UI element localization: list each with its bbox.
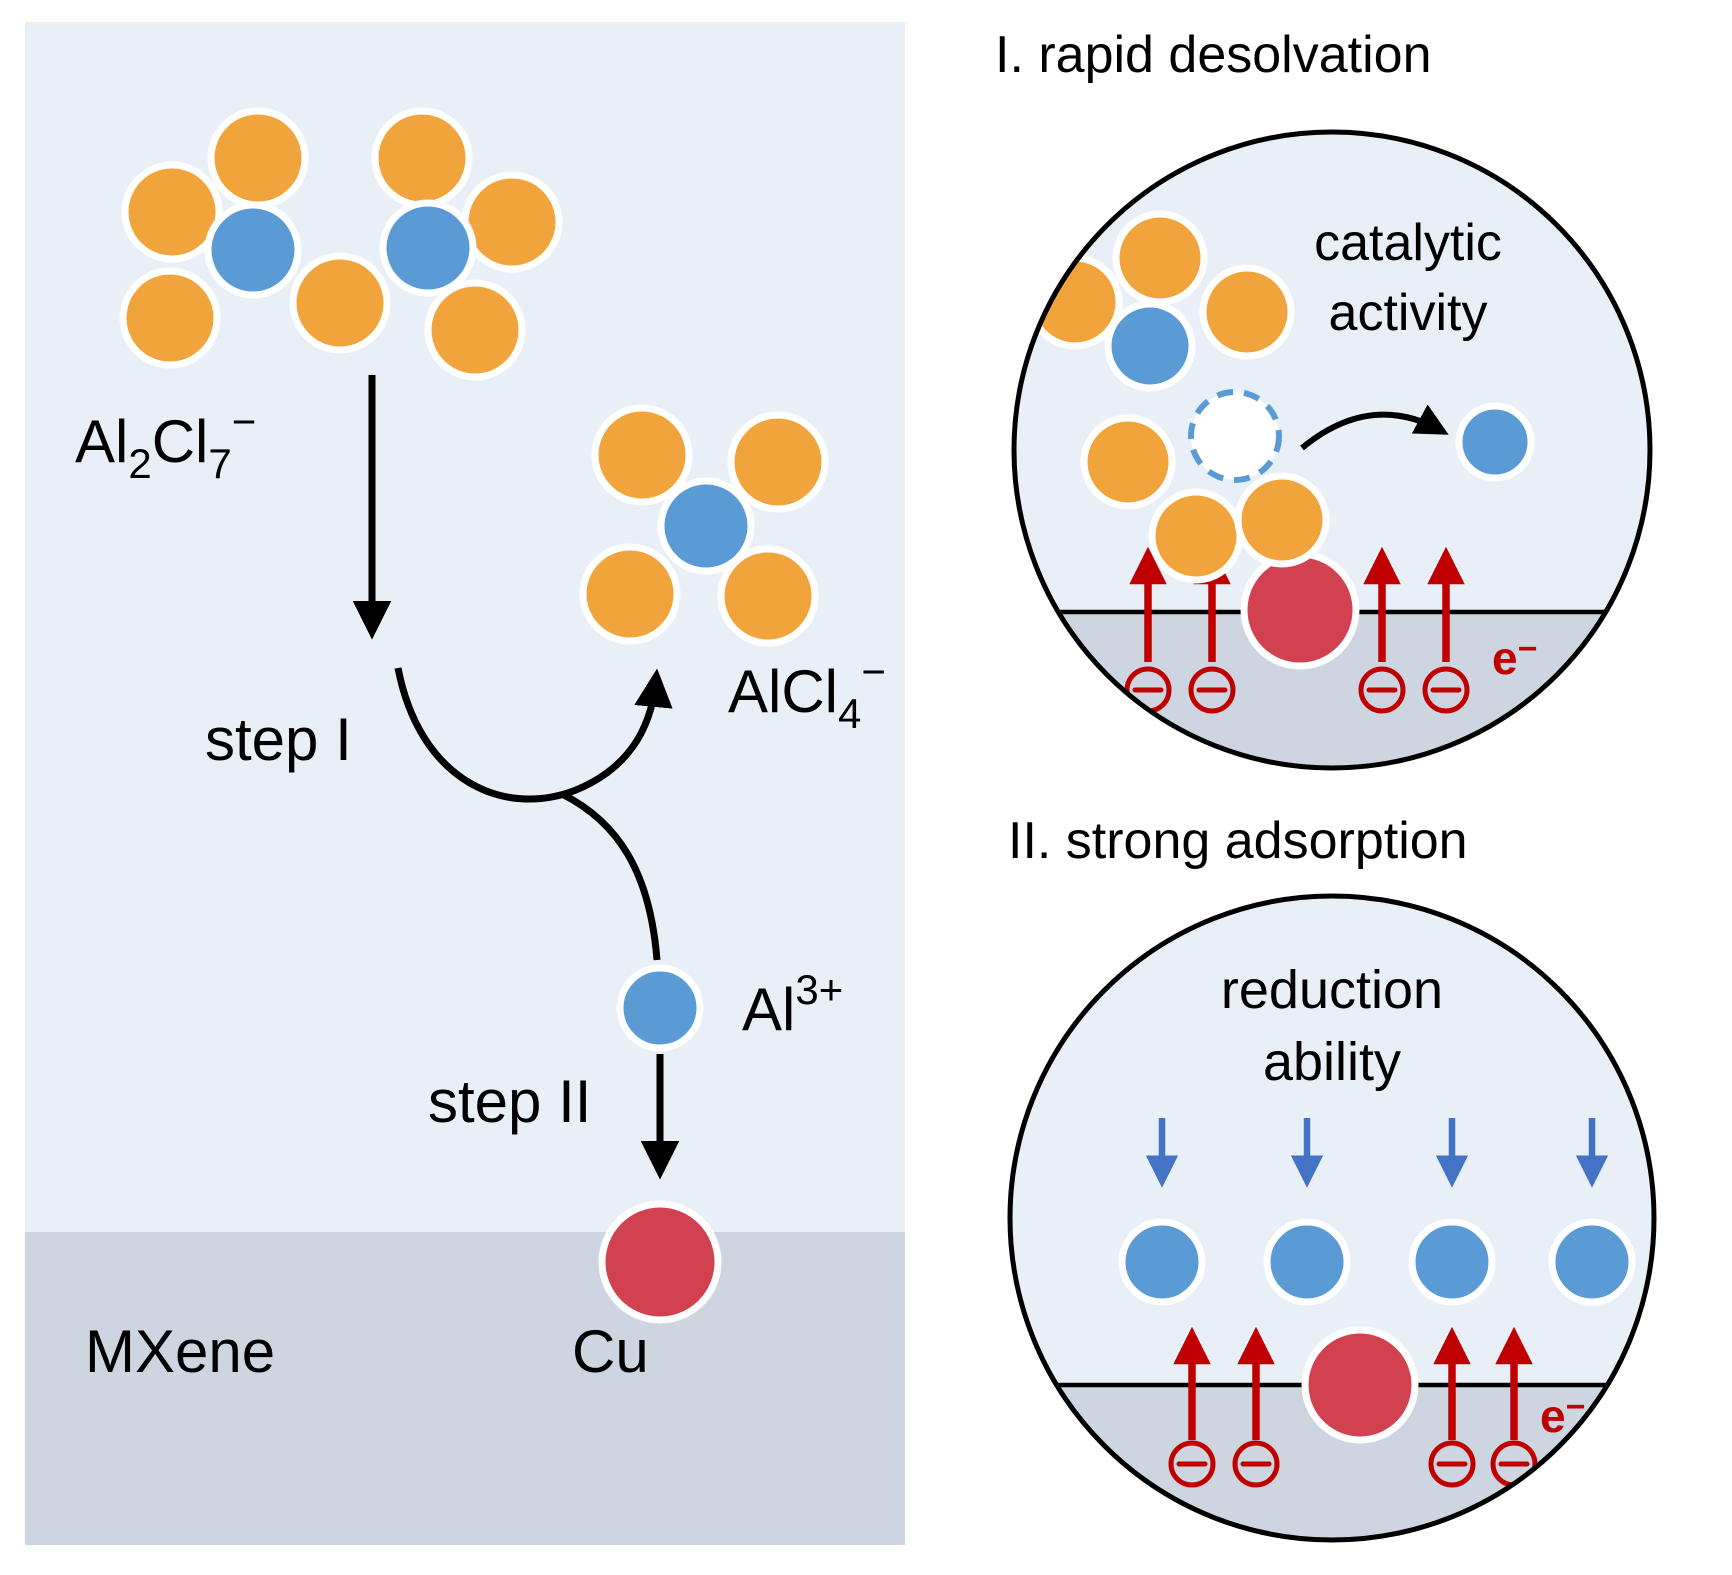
inset2-title: II. strong adsorption [1008,812,1468,870]
inset2-caption-line2: ability [1263,1032,1401,1092]
electron-label: e− [1492,630,1537,684]
vacancy-site [1188,389,1282,483]
inset1-caption-line1: catalytic [1314,214,1502,272]
inset1-caption-line2: activity [1329,284,1488,342]
inset2-border [1007,893,1657,1543]
al-atom [657,477,755,575]
cl-atom [119,267,221,369]
cl-atom [717,545,819,647]
cl-atom [1234,472,1330,568]
cl-atom [1112,210,1208,306]
inset-rapid-desolvation: e− catalytic activity [1011,129,1653,771]
inset2-caption-line1: reduction [1221,960,1443,1020]
cl-atom [121,161,223,263]
inset-strong-adsorption: reduction ability e− [1007,893,1657,1543]
alcl4-cluster [579,404,829,647]
inset1-border [1011,129,1653,771]
alcl4-label: AlCl4− [728,648,886,737]
step1-label: step I [205,706,352,773]
mxene-substrate [25,1232,905,1545]
electron-label: e− [1540,1388,1585,1442]
al3-label: Al3+ [742,966,843,1043]
curve-to-al3 [560,790,661,961]
cl-atom [207,107,309,209]
cl-atom [1080,414,1176,510]
cl-atom [424,279,526,381]
cu-label: Cu [572,1318,649,1385]
electron-symbol [1358,666,1406,714]
electron-symbol [1428,1440,1476,1488]
al-ion [1548,1218,1636,1306]
desolvation-arrow [1300,404,1449,451]
electron-symbol [1168,1440,1216,1488]
released-al-ion [1455,402,1535,482]
cu-atom [1240,550,1360,670]
al-atom [379,199,477,297]
cl-atom [1199,264,1295,360]
al-atom [204,201,302,299]
cl-atom [461,171,563,273]
cl-atom [591,404,693,506]
electron-symbol [1188,666,1236,714]
inset1-title: I. rapid desolvation [995,26,1432,84]
al2cl7-label: Al2Cl7− [75,398,256,487]
desolvating-cluster [1027,210,1330,584]
cl-atom [1027,254,1123,350]
al2cl7-cluster [119,107,563,381]
cl-atom [1148,488,1244,584]
al-ion [1118,1218,1206,1306]
mxene-label: MXene [85,1318,275,1385]
cl-atom [371,107,473,209]
al3-ion [616,964,704,1052]
electron-symbol [1232,1440,1280,1488]
cl-atom [727,411,829,513]
cl-atom [579,543,681,645]
al-ion [1408,1218,1496,1306]
al-ion [1263,1218,1351,1306]
step2-label: step II [428,1068,591,1135]
electron-symbol [1422,666,1470,714]
al-atom [1104,300,1196,392]
left-panel: Al2Cl7− step I step II AlCl4− Al3+ Cu MX… [25,22,905,1545]
cl-atom [289,252,391,354]
cu-atom [598,1200,722,1324]
cu-atom [1301,1326,1419,1444]
inset2-background [1010,896,1654,1540]
